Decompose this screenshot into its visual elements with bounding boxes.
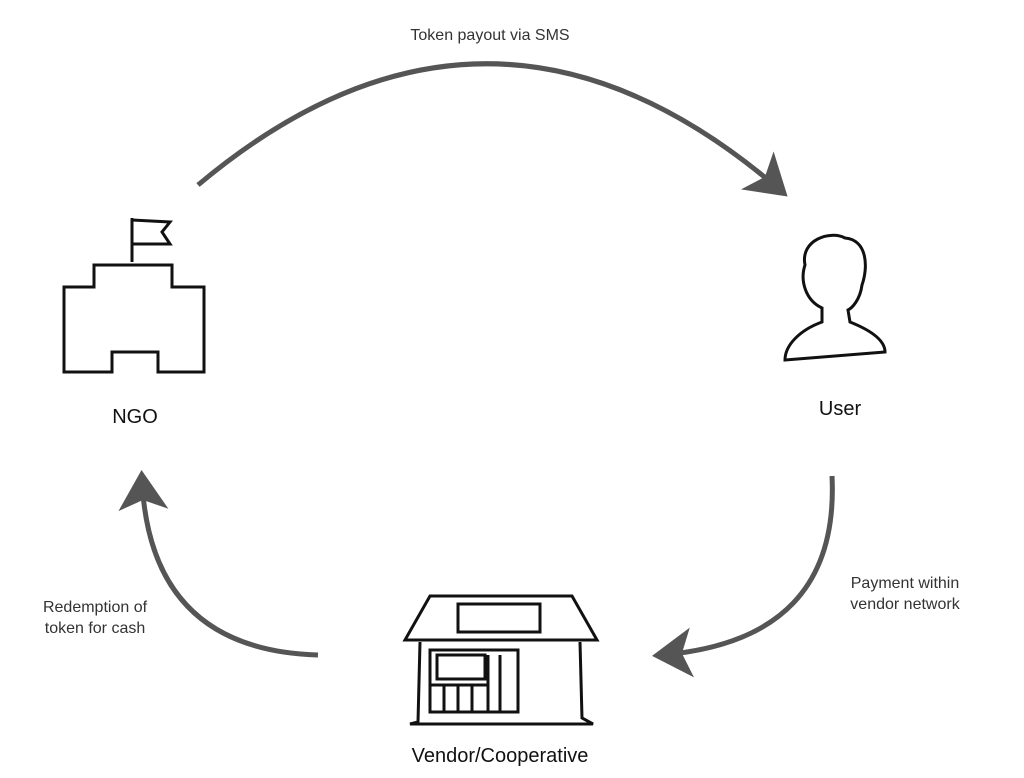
arrow-payment <box>652 475 835 678</box>
arrow-payout <box>196 61 788 197</box>
node-user-label: User <box>818 398 862 420</box>
node-vendor-label: Vendor/Cooperative <box>411 745 589 767</box>
edge-payment-line1: Payment within <box>850 575 960 592</box>
edge-redemption-line1: Redemption of <box>42 599 148 616</box>
user-icon <box>783 233 887 362</box>
ngo-building-icon <box>62 218 206 374</box>
edge-redemption-line2: token for cash <box>44 620 146 637</box>
edge-payment-label: Payment within vendor network <box>830 573 980 615</box>
edge-payout-label: Token payout via SMS <box>410 27 570 44</box>
edge-payment-line2: vendor network <box>850 596 960 613</box>
arrow-redemption <box>118 470 319 658</box>
edge-redemption-label: Redemption of token for cash <box>20 597 170 639</box>
node-ngo-label: NGO <box>112 406 158 428</box>
vendor-shop-icon <box>402 594 600 726</box>
